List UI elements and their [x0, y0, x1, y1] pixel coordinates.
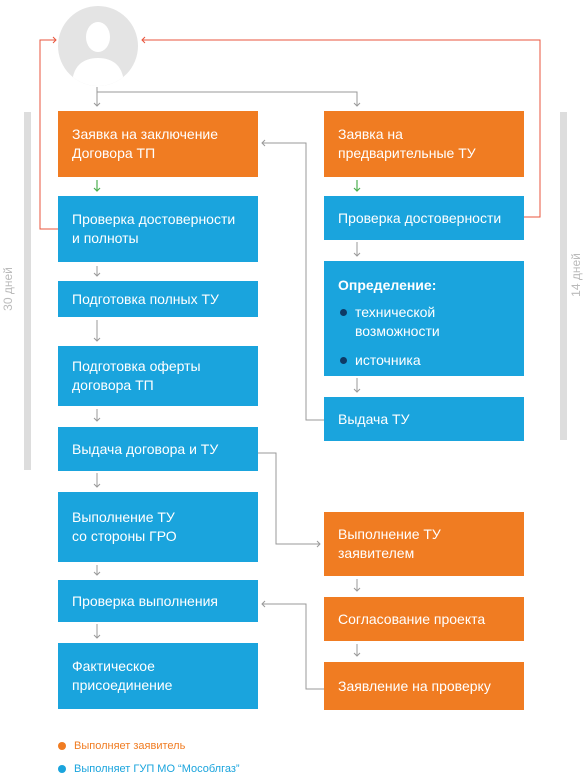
return-line-left — [39, 36, 58, 230]
step-issue-contract: Выдача договора и ТУ — [58, 427, 258, 471]
bullet-dot — [340, 309, 347, 316]
duration-label-right: 14 дней — [569, 253, 583, 297]
step-check-execution: Проверка выполнения — [58, 580, 258, 622]
legend-dot-blue — [58, 765, 66, 773]
legend-dot-orange — [58, 742, 66, 750]
step-application-contract: Заявка на заключение Договора ТП — [58, 111, 258, 177]
definition-item: источника — [338, 351, 510, 370]
step-gro-execution: Выполнение ТУ со стороны ГРО — [58, 492, 258, 562]
step-connection: Фактическое присоединение — [58, 643, 258, 709]
arrow-request-to-check — [261, 600, 324, 690]
legend-applicant: Выполняет заявитель — [58, 740, 185, 752]
arrow-contract-to-applicant-exec — [258, 452, 321, 548]
arrow-issue-tu-to-contract — [261, 139, 324, 421]
duration-bar-left — [24, 112, 31, 470]
step-check-request: Заявление на проверку — [324, 662, 524, 710]
legend-mosoblgaz: Выполняет ГУП МО “Мособлгаз” — [58, 763, 240, 775]
duration-bar-right — [560, 112, 567, 440]
definition-item: технической возможности — [338, 303, 510, 341]
avatar-split — [96, 87, 357, 106]
step-project-approval: Согласование проекта — [324, 597, 524, 641]
step-definition: Определение: технической возможности ист… — [324, 261, 524, 376]
definition-title: Определение: — [338, 277, 437, 293]
step-check-completeness: Проверка достоверности и полноты — [58, 196, 258, 262]
step-issue-tu: Выдача ТУ — [324, 397, 524, 441]
duration-label-left: 30 дней — [1, 267, 15, 311]
bullet-dot — [340, 357, 347, 364]
step-application-prelim: Заявка на предварительные ТУ — [324, 111, 524, 177]
return-line-right — [141, 36, 541, 218]
person-silhouette-icon — [72, 22, 124, 86]
step-check-reliability: Проверка достоверности — [324, 196, 524, 240]
step-offer: Подготовка оферты договора ТП — [58, 346, 258, 406]
step-applicant-execution: Выполнение ТУ заявителем — [324, 512, 524, 576]
applicant-avatar — [58, 6, 138, 86]
step-full-tu: Подготовка полных ТУ — [58, 281, 258, 317]
